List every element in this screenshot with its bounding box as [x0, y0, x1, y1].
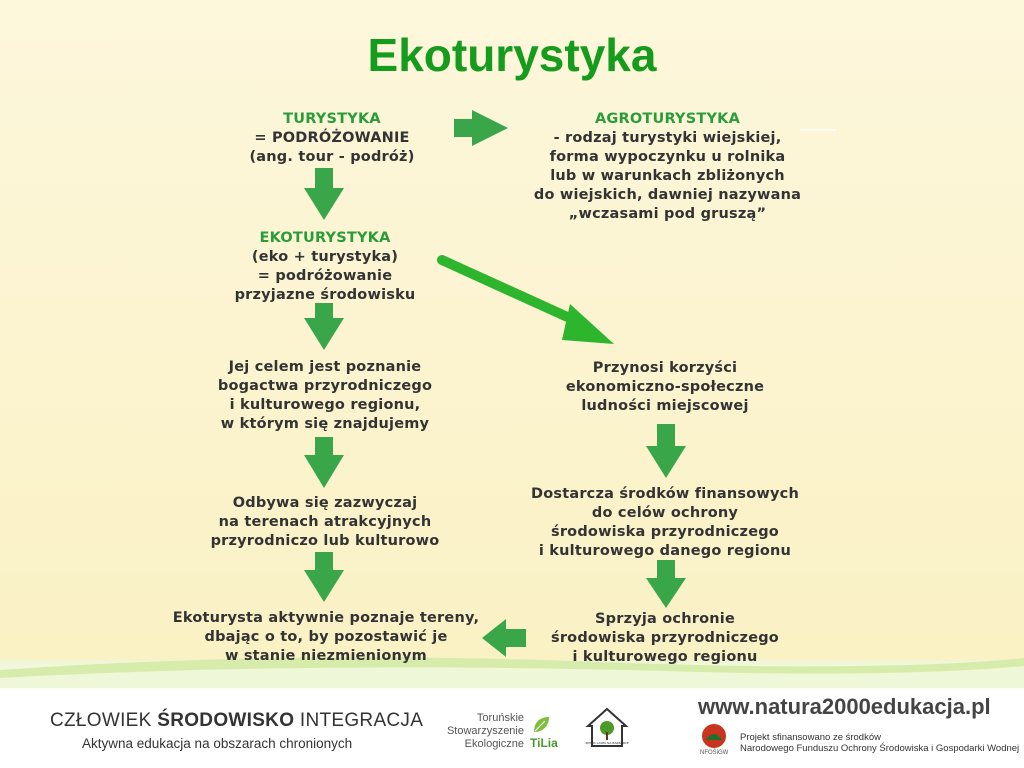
node-aktywnie: Ekoturysta aktywnie poznaje tereny, dbaj… [158, 609, 494, 666]
leaf-icon [534, 717, 549, 732]
tilia-label: TiLia [530, 736, 558, 750]
nfosigw-logo-icon [702, 724, 726, 748]
node-cel-line: w którym się znajdujemy [220, 416, 430, 432]
node-ekoturystyka: EKOTURYSTYKA (eko + turystyka) = podróżo… [212, 229, 438, 305]
tts-line: Stowarzyszenie [446, 725, 524, 737]
node-srodki-line: do celów ochrony [591, 505, 739, 521]
node-aktywnie-line: Ekoturysta aktywnie poznaje tereny, [172, 610, 480, 626]
node-aktywnie-line: w stanie niezmienionym [225, 648, 427, 664]
brand-bold: ŚRODOWISKO [157, 710, 295, 731]
node-turystyka-prefix: = [254, 130, 272, 146]
node-agroturystyka-line: forma wypoczynku u rolnika [549, 149, 786, 165]
house-label: ZIEMIA LASEK NA BARBARCE [585, 741, 628, 745]
node-turystyka: TURYSTYKA = PODRÓŻOWANIE (ang. tour - po… [222, 110, 442, 167]
tilia-logo: TiLia [530, 714, 558, 750]
brand-title: CZŁOWIEK ŚRODOWISKO INTEGRACJA [50, 710, 423, 732]
website-url: www.natura2000edukacja.pl [698, 694, 991, 719]
node-ekoturystyka-line: przyjazne środowisku [234, 287, 416, 303]
node-ekoturystyka-head: EKOTURYSTYKA [259, 230, 391, 246]
node-turystyka-bold: PODRÓŻOWANIE [271, 130, 410, 146]
node-ekoturystyka-line: = podróżowanie [257, 268, 393, 284]
node-srodki-line: środowiska przyrodniczego [551, 524, 779, 540]
node-turystyka-head: TURYSTYKA [283, 111, 381, 127]
node-agroturystyka: AGROTURYSTYKA - rodzaj turystyki wiejski… [520, 110, 815, 224]
node-tereny-line: Odbywa się zazwyczaj [232, 495, 418, 511]
node-agroturystyka-line: - rodzaj turystyki wiejskiej, [553, 130, 782, 146]
project-line: Projekt sfinansowano ze środków [740, 732, 881, 743]
node-agroturystyka-line: do wiejskich, dawniej nazywana [533, 187, 802, 203]
node-korzysci-line: Przynosi korzyści [592, 360, 738, 376]
tts-line: Ekologiczne [464, 738, 524, 750]
node-srodki: Dostarcza środków finansowych do celów o… [510, 485, 820, 561]
node-cel-line: Jej celem jest poznanie [228, 359, 422, 375]
nfosigw-label: NFOŚiGW [700, 750, 729, 756]
background-top [0, 0, 1024, 668]
project-funding: Projekt sfinansowano ze środków Narodowe… [740, 732, 1019, 754]
node-ekoturystyka-line: (eko + turystyka) [251, 249, 399, 265]
node-agroturystyka-line: lub w warunkach zbliżonych [550, 168, 785, 184]
node-tereny: Odbywa się zazwyczaj na terenach atrakcy… [190, 494, 460, 551]
node-cel-line: bogactwa przyrodniczego [217, 378, 433, 394]
brand-tagline: Aktywna edukacja na obszarach chronionyc… [82, 736, 353, 751]
node-turystyka-line1: = PODRÓŻOWANIE [222, 129, 442, 148]
node-agroturystyka-line: „wczasami pod gruszą” [568, 206, 767, 222]
node-cel-line: i kulturowego regionu, [229, 397, 421, 413]
node-tereny-line: przyrodniczo lub kulturowo [210, 533, 440, 549]
node-korzysci-line: ekonomiczno-społeczne [565, 379, 765, 395]
brand-part2: INTEGRACJA [294, 710, 424, 731]
house-logo-icon: ZIEMIA LASEK NA BARBARCE [585, 707, 629, 747]
node-turystyka-line2: (ang. tour - podróż) [249, 149, 415, 165]
node-srodki-line: i kulturowego danego regionu [538, 543, 792, 559]
node-tereny-line: na terenach atrakcyjnych [218, 514, 432, 530]
node-ochrona-line: i kulturowego regionu [572, 649, 758, 665]
tts-line: Toruńskie [476, 712, 524, 724]
project-line: Narodowego Funduszu Ochrony Środowiska i… [740, 743, 1020, 754]
node-cel: Jej celem jest poznanie bogactwa przyrod… [192, 358, 458, 434]
node-korzysci: Przynosi korzyści ekonomiczno-społeczne … [530, 359, 800, 416]
footer-wave [0, 657, 1024, 688]
node-agroturystyka-head: AGROTURYSTYKA [594, 111, 741, 127]
node-ochrona-line: środowiska przyrodniczego [551, 630, 779, 646]
page-title: Ekoturystyka [367, 29, 657, 81]
node-ochrona-line: Sprzyja ochronie [595, 611, 735, 627]
node-ochrona: Sprzyja ochronie środowiska przyrodnicze… [535, 610, 795, 667]
tts-logo-text: Toruńskie Stowarzyszenie Ekologiczne [446, 712, 524, 751]
footer-brand: CZŁOWIEK ŚRODOWISKO INTEGRACJA Aktywna e… [50, 710, 423, 751]
node-aktywnie-line: dbając o to, by pozostawić je [204, 629, 448, 645]
brand-part1: CZŁOWIEK [50, 710, 158, 731]
node-korzysci-line: ludności miejscowej [581, 398, 749, 414]
node-srodki-line: Dostarcza środków finansowych [530, 486, 799, 502]
